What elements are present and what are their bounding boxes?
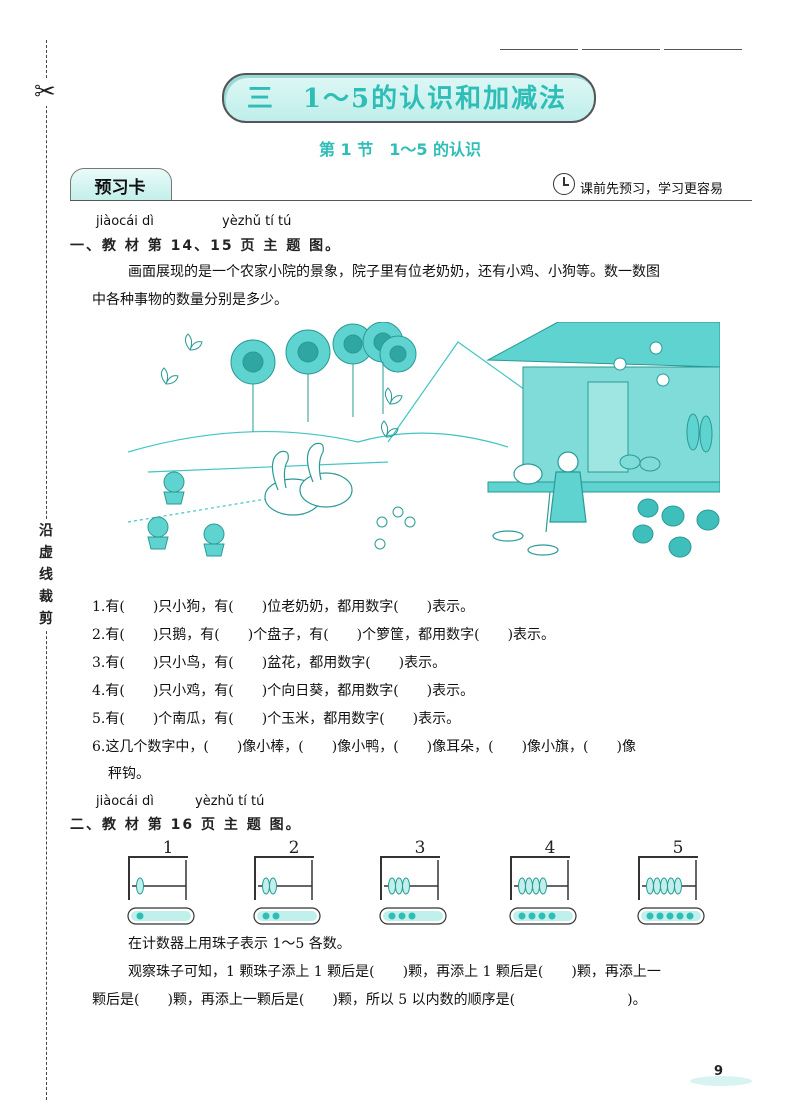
abacus-bead xyxy=(518,877,526,895)
pinyin-yezhutitu-2: yèzhǔ tí tú xyxy=(195,794,265,809)
abacus-bead xyxy=(667,877,675,895)
count-dot xyxy=(538,912,546,920)
question-3: 3.有( )只小鸟，有( )盆花，都用数字( )表示。 xyxy=(92,655,447,671)
question-2: 2.有( )只鹅，有( )个盘子，有( )个箩筐，都用数字( )表示。 xyxy=(92,627,556,643)
count-dot xyxy=(528,912,536,920)
header-fields xyxy=(500,38,750,52)
abacus-bead xyxy=(532,877,540,895)
count-dot xyxy=(136,912,144,920)
question-6: 6.这几个数字中，( )像小棒，( )像小鸭，( )像耳朵，( )像小旗，( )… xyxy=(92,739,636,755)
part2-line1: 在计数器上用珠子表示 1～5 各数。 xyxy=(128,936,351,952)
count-dot xyxy=(388,912,396,920)
part1-intro-line1: 画面展现的是一个农家小院的景象，院子里有位老奶奶，还有小鸡、小狗等。数一数图 xyxy=(128,264,660,280)
card-divider xyxy=(70,200,752,201)
abacus-bead xyxy=(136,877,144,895)
abacus-label-1: 1 xyxy=(162,838,174,858)
abacus-bead xyxy=(388,877,396,895)
abacus-bead xyxy=(539,877,547,895)
header-field-2[interactable] xyxy=(582,38,660,50)
question-4: 4.有( )只小鸡，有( )个向日葵，都用数字( )表示。 xyxy=(92,683,475,699)
abacus-frame-4 xyxy=(510,856,512,900)
abacus-bead xyxy=(653,877,661,895)
count-dot xyxy=(676,912,684,920)
page-number: 9 xyxy=(714,1064,724,1079)
page-number-mark xyxy=(690,1076,752,1086)
abacus-label-4: 4 xyxy=(544,838,556,858)
count-dot xyxy=(398,912,406,920)
part1-heading: 一、教 材 第 14、15 页 主 题 图。 xyxy=(70,238,342,254)
count-dot xyxy=(656,912,664,920)
pinyin-jiaocaidi-2: jiàocái dì xyxy=(96,794,154,809)
count-dot xyxy=(518,912,526,920)
count-dot xyxy=(646,912,654,920)
header-field-3[interactable] xyxy=(664,38,742,50)
cut-label: 沿虚线裁剪 xyxy=(35,520,57,630)
farm-scene-illustration xyxy=(128,322,720,558)
pinyin-jiaocaidi: jiàocái dì xyxy=(96,214,154,229)
part2-line2: 观察珠子可知，1 颗珠子添上 1 颗后是( )颗，再添上 1 颗后是( )颗，再… xyxy=(128,964,661,980)
header-field-1[interactable] xyxy=(500,38,578,50)
abacus-bead xyxy=(402,877,410,895)
card-slogan: 课前先预习，学习更容易 xyxy=(580,182,724,197)
clock-icon xyxy=(553,173,575,195)
abacus-bead xyxy=(262,877,270,895)
abacus-label-5: 5 xyxy=(672,838,684,858)
abacus-frame-1 xyxy=(128,856,130,900)
abacus-frame-3 xyxy=(380,856,382,900)
count-dot xyxy=(408,912,416,920)
question-6-cont: 秤钩。 xyxy=(108,766,150,782)
part2-heading: 二、教 材 第 16 页 主 题 图。 xyxy=(70,817,302,833)
count-dot xyxy=(666,912,674,920)
section-title: 第 1 节 1～5 的认识 xyxy=(318,140,482,159)
part2-line3: 颗后是( )颗，再添上一颗后是( )颗，所以 5 以内数的顺序是( )。 xyxy=(92,992,647,1008)
part1-intro-line2: 中各种事物的数量分别是多少。 xyxy=(92,292,288,308)
pinyin-yezhutitu: yèzhǔ tí tú xyxy=(222,214,292,229)
question-1: 1.有( )只小狗，有( )位老奶奶，都用数字( )表示。 xyxy=(92,599,475,615)
sunflowers xyxy=(230,322,417,432)
count-dot xyxy=(262,912,270,920)
abacus-bead xyxy=(269,877,277,895)
chapter-title: 三 1～5的认识和加减法 xyxy=(246,84,568,114)
abacus-frame-2 xyxy=(254,856,256,900)
abacus-frame-5 xyxy=(638,856,640,900)
count-dot xyxy=(548,912,556,920)
card-tab xyxy=(70,168,172,201)
abacus-bead xyxy=(646,877,654,895)
title-banner xyxy=(222,73,596,123)
question-5: 5.有( )个南瓜，有( )个玉米，都用数字( )表示。 xyxy=(92,711,461,727)
count-dot xyxy=(686,912,694,920)
card-tab-label: 预习卡 xyxy=(94,178,146,198)
abacus-bead xyxy=(660,877,668,895)
count-dot xyxy=(272,912,280,920)
scissors-icon: ✂ xyxy=(34,77,56,107)
abacus-label-3: 3 xyxy=(414,838,426,858)
abacus-diagrams xyxy=(127,856,705,925)
abacus-bead xyxy=(674,877,682,895)
abacus-bead xyxy=(525,877,533,895)
abacus-label-2: 2 xyxy=(288,838,300,858)
abacus-bead xyxy=(395,877,403,895)
